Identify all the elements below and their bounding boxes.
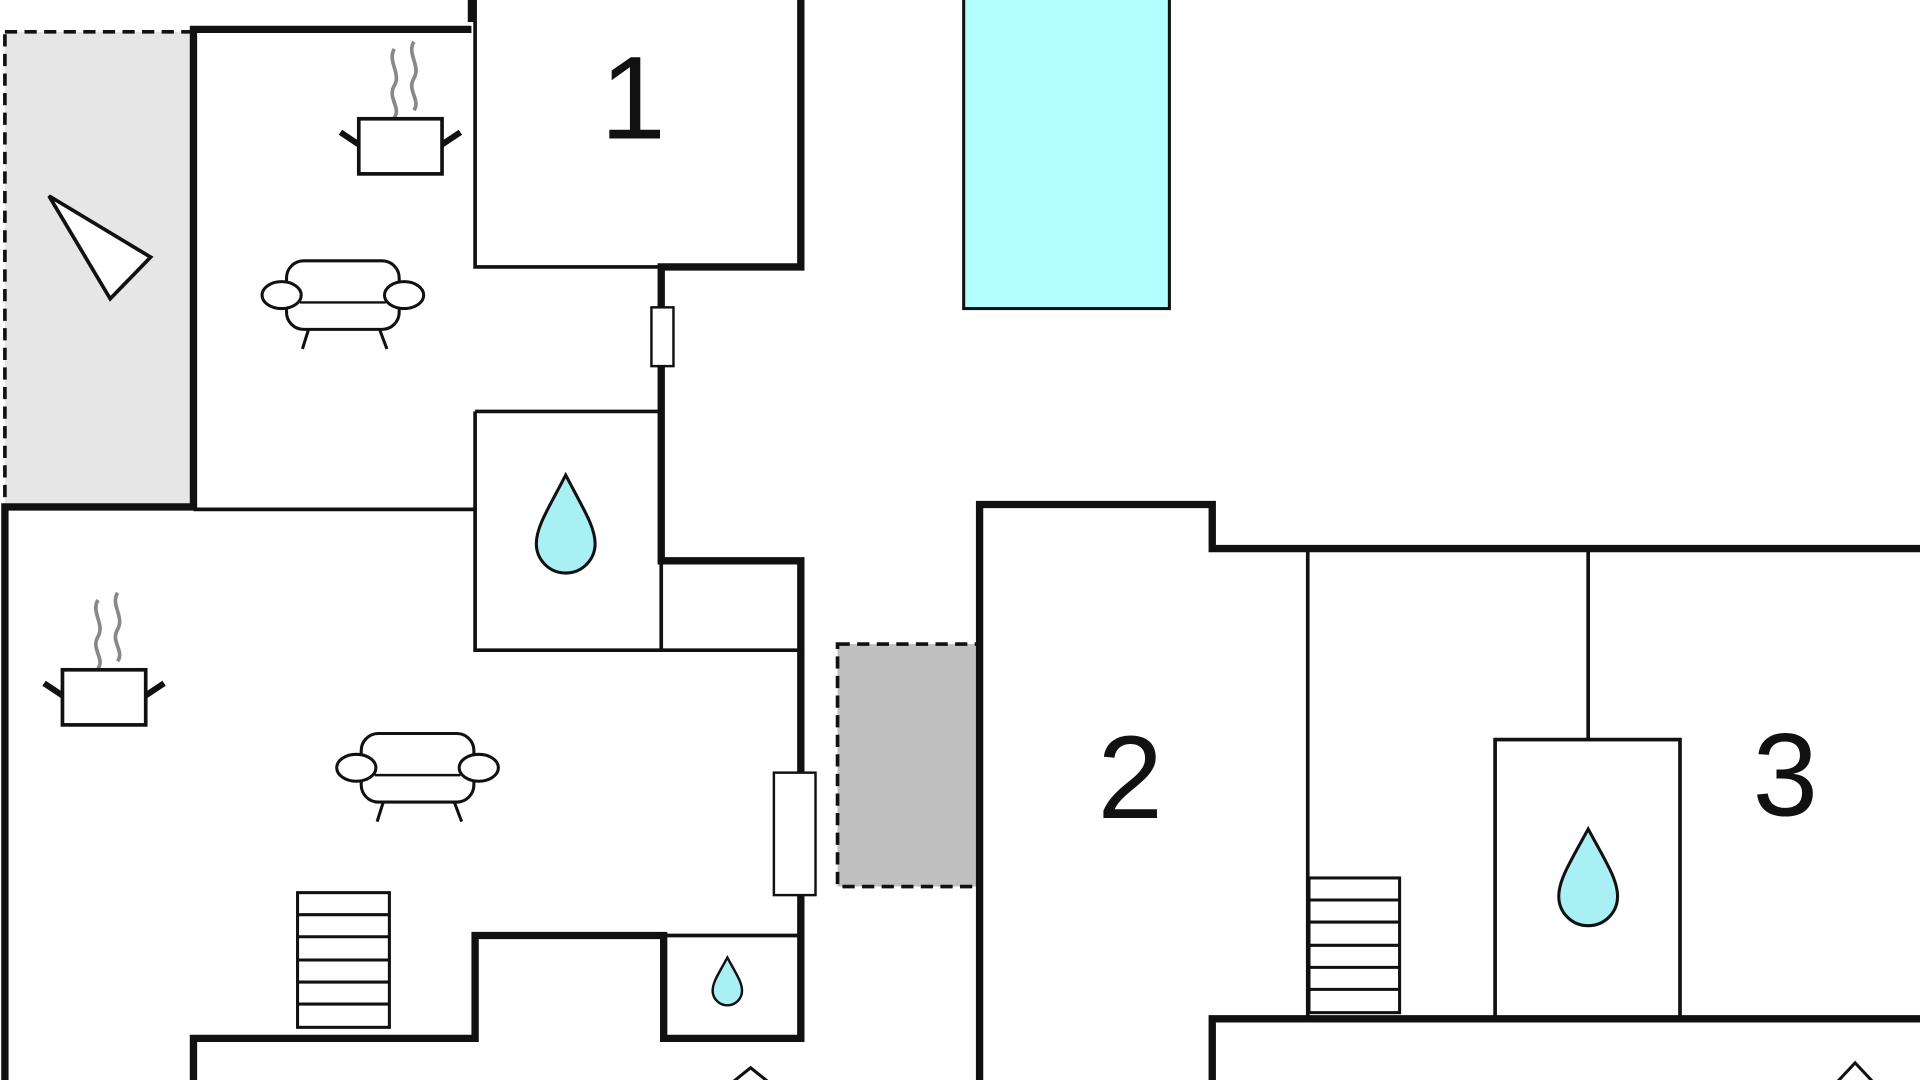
entrance-arrow-icon: [732, 1065, 769, 1080]
terrace-marker-icon: [47, 194, 154, 302]
stairs-icon: [1307, 876, 1402, 1015]
left-building-inner-walls: [193, 0, 801, 938]
sofa-icon: [260, 259, 426, 351]
door-east: [772, 771, 817, 897]
kitchen-pot-icon: [340, 42, 460, 174]
water-drop-icon: [711, 954, 744, 1007]
water-drop-icon: [1557, 825, 1620, 928]
stairs-icon: [296, 891, 391, 1029]
water-drop-icon: [534, 471, 597, 575]
room-number-2: 2: [1098, 712, 1163, 843]
carport-area: [835, 642, 982, 889]
entrance-arrow-icon: [1836, 1060, 1874, 1080]
right-building-walls: [975, 500, 1920, 1080]
door-north: [650, 306, 675, 368]
pool-icon: [962, 0, 1171, 311]
room-number-3: 3: [1753, 710, 1818, 841]
room-number-1: 1: [600, 32, 665, 163]
kitchen-pot-icon: [44, 593, 164, 725]
sofa-icon: [335, 731, 500, 824]
